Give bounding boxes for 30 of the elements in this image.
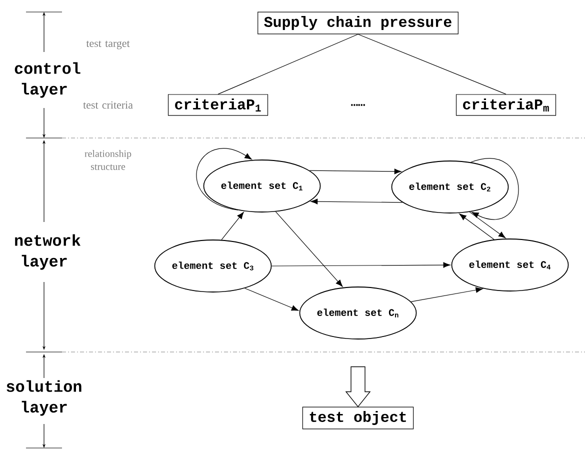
layer-label: solution layer [6, 380, 82, 416]
side-label: test target [86, 40, 130, 50]
side-label: relationship structure [84, 150, 132, 170]
ellipse-node: element set C$_{n}$ [299, 286, 417, 340]
text-box: Supply chain pressure [258, 12, 458, 34]
ellipse-node: element set C$_{2}$ [391, 160, 509, 214]
text-box: criteriaP$_{1}$ [168, 94, 268, 116]
text-box: criteriaP$_{m}$ [456, 94, 556, 116]
arrow [221, 212, 244, 240]
ellipsis-text: …… [351, 104, 365, 106]
loop-arrow [196, 148, 252, 210]
text-box: test object [302, 406, 414, 430]
ellipse-node: element set C$_{4}$ [451, 238, 569, 292]
loop-arrow [470, 158, 519, 220]
ellipse-node: element set C$_{1}$ [203, 160, 321, 212]
arrow [244, 288, 299, 311]
arrow [309, 168, 402, 174]
side-label: test criteria [83, 101, 133, 109]
layer-label: network layer [15, 234, 80, 270]
arrow [310, 198, 403, 204]
arrow [271, 262, 450, 268]
arrow [410, 287, 483, 302]
ellipse-node: element set C$_{3}$ [154, 240, 272, 292]
layer-label: control layer [14, 62, 80, 98]
connector-line [358, 34, 506, 94]
connector-line [218, 34, 358, 94]
block-arrow [345, 366, 371, 408]
arrow [459, 214, 494, 240]
arrow [275, 211, 343, 287]
arrow [469, 212, 506, 238]
